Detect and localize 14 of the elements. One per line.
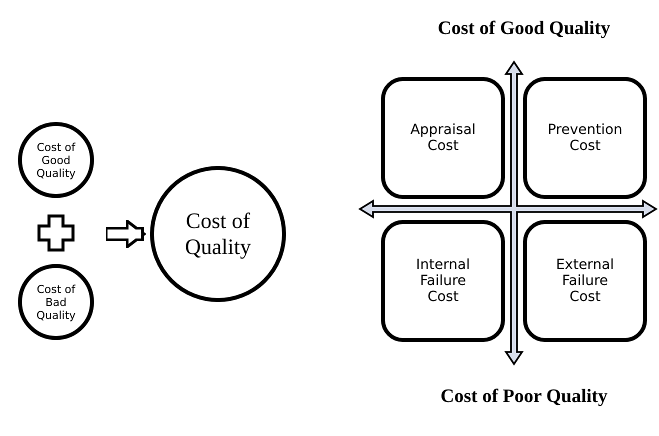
node-label: Cost of Quality	[184, 208, 252, 260]
cost-box	[523, 220, 647, 342]
heading: Cost of Good Quality	[438, 18, 610, 40]
cost-box	[523, 77, 647, 199]
node-label: Appraisal Cost	[410, 122, 476, 154]
cost-box	[381, 220, 505, 342]
block-arrow	[106, 220, 146, 248]
node-label: Cost of Bad Quality	[35, 282, 77, 322]
node-label: Cost of Good Quality	[35, 140, 77, 180]
node-label: Prevention Cost	[548, 122, 622, 154]
heading: Cost of Poor Quality	[440, 386, 608, 408]
node-label: External Failure Cost	[554, 257, 616, 305]
cost-box	[381, 77, 505, 199]
node-label: Internal Failure Cost	[415, 257, 471, 305]
